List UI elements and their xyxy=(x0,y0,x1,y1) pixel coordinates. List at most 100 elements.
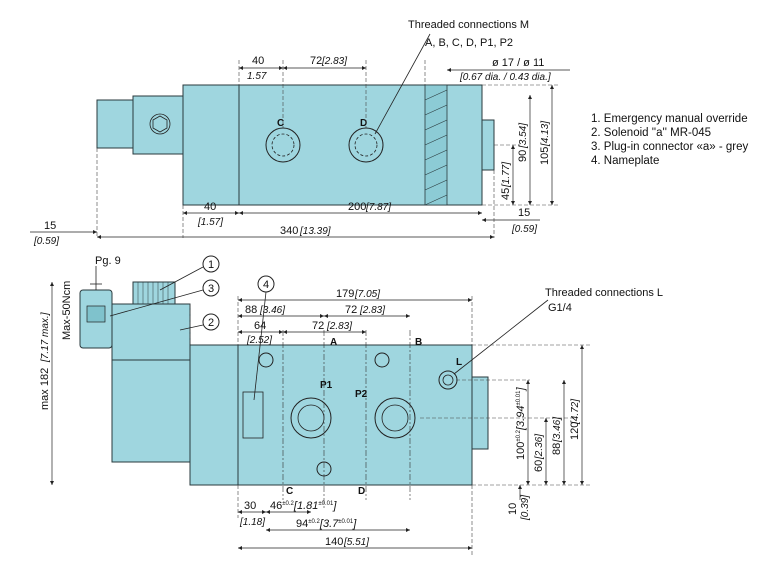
callout-m-leader xyxy=(374,33,431,135)
dim-10: 10 xyxy=(507,503,519,515)
dim-15-right-in: [0.59] xyxy=(511,224,537,235)
hex-nut xyxy=(149,113,171,135)
port-d-inner xyxy=(354,133,378,157)
solenoid-coil xyxy=(111,303,191,361)
dim-72b-in: [2.83] xyxy=(326,321,352,332)
adapter-block xyxy=(189,344,239,486)
port-d-front-label: D xyxy=(358,486,365,497)
knurl-lines xyxy=(137,282,169,304)
dim-88v-in: [3.46] xyxy=(552,417,563,443)
port-b-label: B xyxy=(415,337,422,348)
callout-m-ports: A, B, C, D, P1, P2 xyxy=(425,37,513,49)
dim-15-left: 15 xyxy=(44,220,56,232)
legend-item-2: 2. Solenoid ''a'' MR-045 xyxy=(591,127,712,139)
port-p2-label: P2 xyxy=(355,389,368,400)
port-l-label: L xyxy=(456,357,462,368)
dim-140: 140 xyxy=(325,536,343,548)
svg-text:3: 3 xyxy=(208,283,214,295)
port-d-label: D xyxy=(360,118,367,129)
balloon-2: 2 xyxy=(179,313,220,331)
pg-label: Pg. 9 xyxy=(95,255,121,267)
dim-45-in: [1.77] xyxy=(501,162,512,188)
torque-label: Max-50Ncm xyxy=(61,281,73,340)
dim-72a: 72 xyxy=(345,304,357,316)
front-right-cap xyxy=(471,376,489,450)
dim-max182: max 182 xyxy=(39,368,51,410)
spindle xyxy=(96,99,134,149)
callout-l-size: G1/4 xyxy=(548,302,572,314)
dim-105: 105 xyxy=(539,147,551,165)
dim-40-top-in: 1.57 xyxy=(247,71,267,82)
dim-64-in: [2.52] xyxy=(246,335,272,346)
dim-15-right: 15 xyxy=(518,207,530,219)
dim-340: 340 xyxy=(280,225,298,237)
dim-100: 100±0.2[3.94±0.01] xyxy=(515,387,527,460)
dim-120-in: [4.72] xyxy=(570,399,581,425)
dim-60: 60 xyxy=(533,460,545,472)
dim-179: 179 xyxy=(336,288,354,300)
hatch xyxy=(424,89,448,206)
right-cap xyxy=(481,119,495,171)
dim-72b: 72 xyxy=(312,320,324,332)
dim-10-in: [0.39] xyxy=(520,495,531,521)
dim-140-in: [5.51] xyxy=(343,537,369,548)
port-c-front-label: C xyxy=(286,486,293,497)
dim-40-bot: 40 xyxy=(204,201,216,213)
legend-item-4: 4. Nameplate xyxy=(591,155,660,167)
dim-60-in: [2.36] xyxy=(534,434,545,460)
nameplate xyxy=(242,391,264,439)
port-c-outer xyxy=(265,127,301,163)
port-p2-inner xyxy=(381,404,409,432)
port-p1-outer xyxy=(290,397,332,439)
callout-m-title: Threaded connections M xyxy=(408,19,529,31)
dim-30-in: [1.18] xyxy=(239,517,265,528)
top-view: C D Threaded connections M A, B, C, D, P… xyxy=(30,19,570,247)
dim-72a-in: [2.83] xyxy=(359,305,385,316)
dim-15-left-in: [0.59] xyxy=(33,236,59,247)
dim-88v: 88 xyxy=(551,443,563,455)
dim-120: 120 xyxy=(569,422,581,440)
dim-dia: ø 17 / ø 11 xyxy=(492,57,544,69)
dim-88: 88 xyxy=(245,304,257,316)
legend-item-1: 1. Emergency manual override xyxy=(591,113,748,125)
balloon-3: 3 xyxy=(109,279,220,317)
svg-text:2: 2 xyxy=(208,317,214,329)
nut-housing xyxy=(132,95,184,155)
dim-90: 90 xyxy=(517,150,529,162)
front-main-block xyxy=(237,344,473,486)
dim-40-bot-in: [1.57] xyxy=(197,217,223,228)
dim-dia-in: [0.67 dia. / 0.43 dia.] xyxy=(459,72,551,83)
hex-nut-inner xyxy=(152,115,168,133)
dim-max182-in: [7.17 max.] xyxy=(40,312,51,363)
dim-200: 200 xyxy=(348,201,366,213)
dim-94: 94±0.2[3.7±0.01] xyxy=(296,518,357,530)
port-d-outer xyxy=(348,127,384,163)
dim-30: 30 xyxy=(244,500,256,512)
balloon-4: 4 xyxy=(253,275,275,401)
dim-64: 64 xyxy=(254,320,266,332)
svg-text:1: 1 xyxy=(208,259,214,271)
dim-105-in: [4.13] xyxy=(540,121,551,147)
dim-340-in: [13.39] xyxy=(299,226,331,237)
port-p1-label: P1 xyxy=(320,380,333,391)
callout-l-title: Threaded connections L xyxy=(545,287,663,299)
port-p2-outer xyxy=(374,397,416,439)
balloon-1: 1 xyxy=(159,255,220,291)
front-view: A B L P1 P2 C D Pg. 9 Max-50Ncm 1 3 2 4 xyxy=(39,255,663,555)
port-a-label: A xyxy=(330,337,337,348)
solenoid-tube xyxy=(111,359,191,463)
legend-item-3: 3. Plug-in connector «a» - grey xyxy=(591,141,749,153)
legend: 1. Emergency manual override 2. Solenoid… xyxy=(591,112,748,168)
bolt-hole-tr xyxy=(374,352,390,368)
dim-46: 46±0.2[1.81±0.01] xyxy=(270,500,337,512)
port-c-inner xyxy=(271,133,295,157)
svg-text:4: 4 xyxy=(263,279,269,291)
left-block xyxy=(182,84,240,206)
bolt-hole-tl xyxy=(258,352,274,368)
relief-bore xyxy=(424,84,448,206)
port-l-inner xyxy=(442,374,454,386)
dim-40-top: 40 xyxy=(252,55,264,67)
dim-88-in: [3.46] xyxy=(259,305,285,316)
port-c-label: C xyxy=(277,118,284,129)
